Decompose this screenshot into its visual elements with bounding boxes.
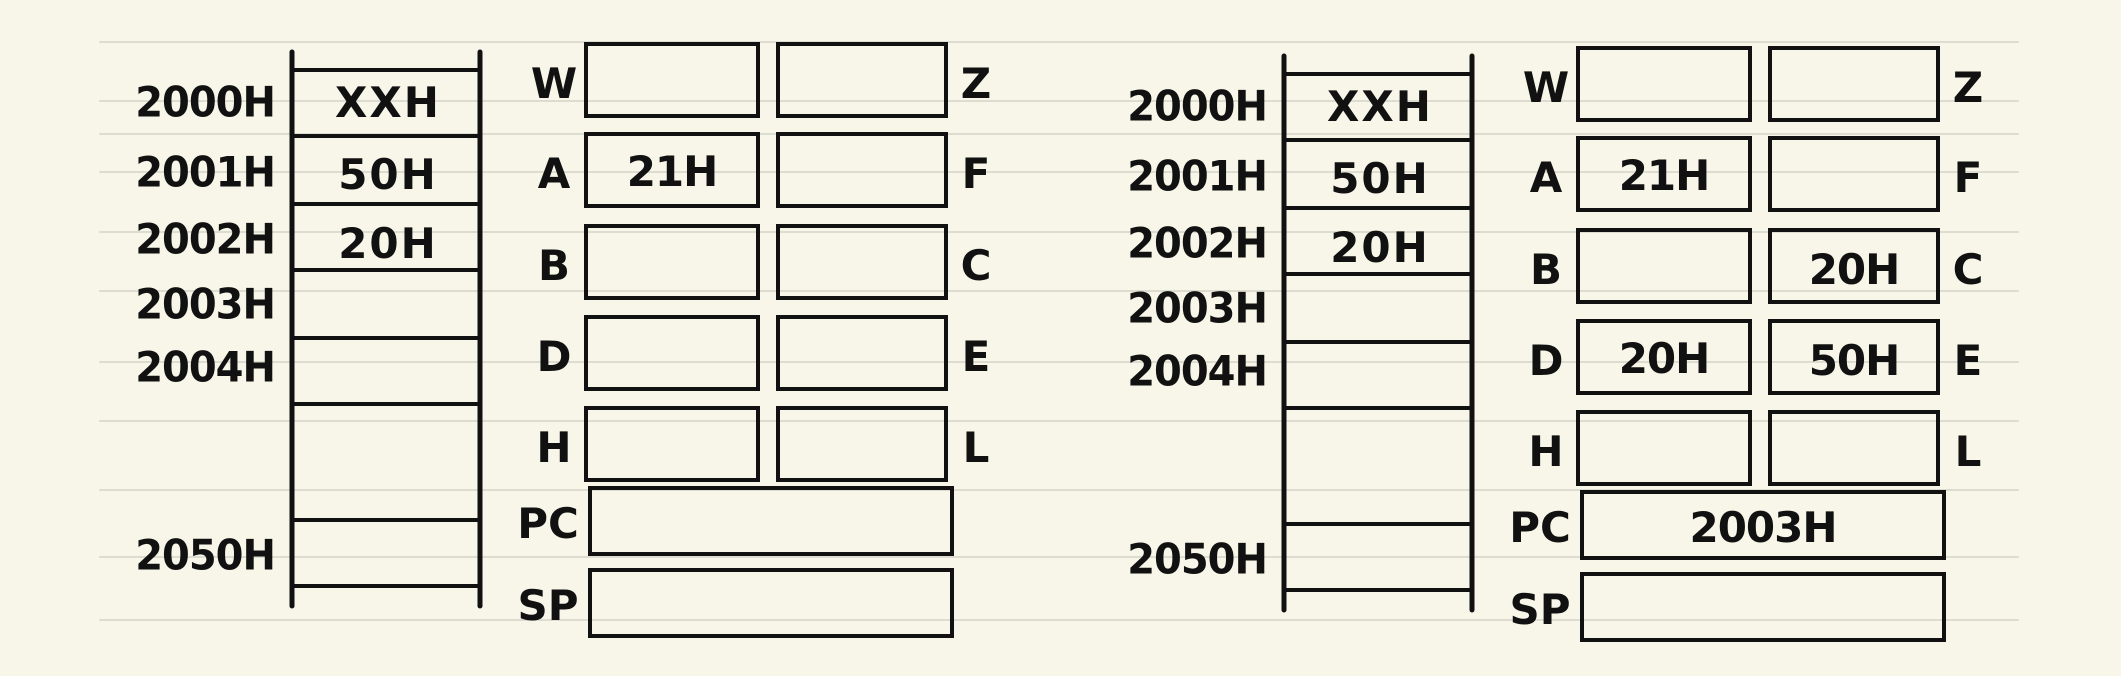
register-name-d: D [536, 332, 572, 381]
register-name-h: H [536, 423, 572, 472]
memory-address-label: 2050H [135, 531, 276, 581]
memory-address-label: 2004H [1127, 347, 1268, 397]
memory-cell-value: 20H [338, 219, 438, 268]
register-name-z: Z [1952, 63, 1984, 112]
memory-address-label: 2002H [1127, 219, 1268, 269]
memory-address-label: 2001H [135, 148, 276, 198]
register-name-l: L [1954, 427, 1982, 476]
memory-cell-value: 20H [1330, 223, 1430, 272]
memory-address-label: 2000H [1127, 82, 1268, 132]
register-box-f [776, 132, 948, 208]
register-name-f: F [1953, 153, 1983, 202]
register-name-l: L [962, 423, 990, 472]
register-value-d: 20H [1618, 334, 1711, 383]
register-name-e: E [1953, 336, 1983, 385]
register-box-pc [1580, 490, 1946, 560]
register-value-a: 21H [626, 147, 719, 196]
register-box-l [1768, 410, 1940, 486]
register-name-b: B [537, 241, 571, 290]
register-name-w: W [530, 59, 578, 108]
register-value-e: 50H [1808, 336, 1901, 385]
register-box-w [1576, 46, 1752, 122]
memory-address-label: 2002H [135, 215, 276, 265]
register-box-c [1768, 228, 1940, 304]
register-box-l [776, 406, 948, 482]
register-box-c [776, 224, 948, 300]
register-box-d [1576, 319, 1752, 395]
memory-address-label: 2050H [1127, 535, 1268, 585]
memory-address-label: 2001H [1127, 152, 1268, 202]
memory-cell-value: XXH [335, 78, 441, 127]
register-name-f: F [961, 149, 991, 198]
register-box-sp [1580, 572, 1946, 642]
register-name-z: Z [960, 59, 992, 108]
register-box-z [1768, 46, 1940, 122]
register-value-a: 21H [1618, 151, 1711, 200]
register-box-sp [588, 568, 954, 638]
register-name-sp: SP [1509, 585, 1571, 634]
register-name-e: E [961, 332, 991, 381]
register-name-b: B [1529, 245, 1563, 294]
memory-address-label: 2004H [135, 343, 276, 393]
register-name-sp: SP [517, 581, 579, 630]
register-name-c: C [960, 241, 992, 290]
register-box-w [584, 42, 760, 118]
memory-address-label: 2003H [1127, 284, 1268, 334]
register-box-d [584, 315, 760, 391]
register-box-b [584, 224, 760, 300]
memory-cell-value: 50H [1330, 154, 1430, 203]
register-box-f [1768, 136, 1940, 212]
register-box-h [584, 406, 760, 482]
memory-cell-value: 50H [338, 150, 438, 199]
register-value-c: 20H [1808, 245, 1901, 294]
register-name-a: A [1529, 153, 1563, 202]
memory-cell-value: XXH [1327, 82, 1433, 131]
register-box-a [584, 132, 760, 208]
register-name-a: A [537, 149, 571, 198]
register-box-b [1576, 228, 1752, 304]
register-name-pc: PC [517, 499, 579, 548]
register-name-d: D [1528, 336, 1564, 385]
register-box-pc [588, 486, 954, 556]
register-box-h [1576, 410, 1752, 486]
register-box-e [776, 315, 948, 391]
register-value-pc: 2003H [1689, 503, 1837, 552]
register-box-e [1768, 319, 1940, 395]
register-name-pc: PC [1509, 503, 1571, 552]
register-box-a [1576, 136, 1752, 212]
register-box-z [776, 42, 948, 118]
memory-address-label: 2003H [135, 280, 276, 330]
register-name-c: C [1952, 245, 1984, 294]
memory-address-label: 2000H [135, 78, 276, 128]
register-name-h: H [1528, 427, 1564, 476]
register-name-w: W [1522, 63, 1570, 112]
